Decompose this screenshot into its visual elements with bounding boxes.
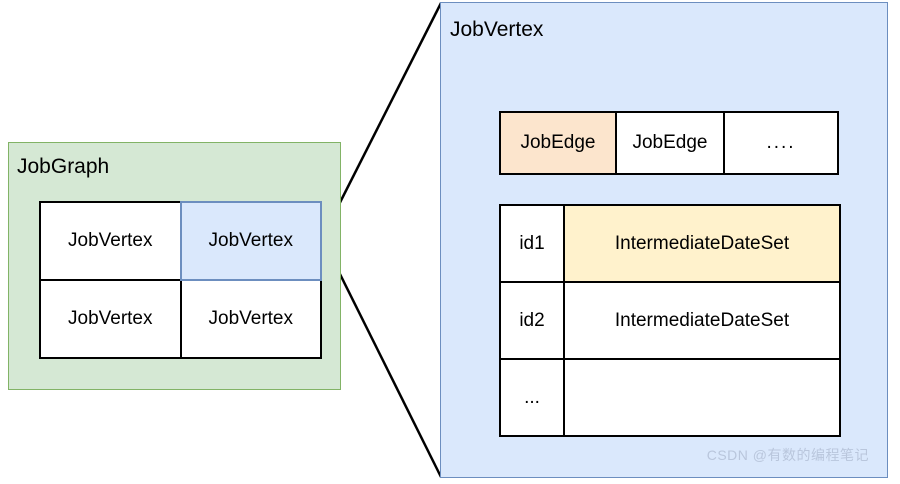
jobvertex-grid: JobVertex JobVertex JobVertex JobVertex: [39, 201, 322, 359]
jobedge-cell-more[interactable]: ....: [723, 111, 839, 175]
intermediate-dataset-name-2[interactable]: IntermediateDateSet: [563, 281, 841, 360]
intermediate-dataset-id-2-label: id2: [519, 309, 545, 331]
intermediate-dataset-id-more-label: ...: [524, 386, 540, 408]
intermediate-dataset-name-1-selected[interactable]: IntermediateDateSet: [563, 204, 841, 283]
table-row[interactable]: id2 IntermediateDateSet: [499, 281, 841, 360]
jobedge-row: JobEdge JobEdge ....: [499, 111, 839, 175]
jobvertex-cell-2-label: JobVertex: [208, 230, 294, 251]
jobvertex-cell-2-selected[interactable]: JobVertex: [179, 201, 322, 281]
intermediate-dataset-id-2: id2: [499, 281, 565, 360]
intermediate-dataset-name-more[interactable]: [563, 358, 841, 437]
jobedge-cell-2-label: JobEdge: [632, 132, 708, 153]
jobedge-cell-1-selected[interactable]: JobEdge: [499, 111, 617, 175]
jobvertex-cell-1[interactable]: JobVertex: [39, 201, 182, 281]
jobvertex-cell-1-label: JobVertex: [68, 230, 153, 251]
jobvertex-detail-title: JobVertex: [450, 18, 544, 41]
jobvertex-cell-4[interactable]: JobVertex: [179, 279, 322, 359]
intermediate-dataset-id-1: id1: [499, 204, 565, 283]
jobedge-cell-2[interactable]: JobEdge: [615, 111, 725, 175]
intermediate-dataset-name-1-label: IntermediateDateSet: [614, 232, 790, 254]
jobvertex-cell-4-label: JobVertex: [208, 308, 294, 329]
jobgraph-title: JobGraph: [17, 155, 110, 178]
intermediate-dataset-id-more: ...: [499, 358, 565, 437]
table-row[interactable]: ...: [499, 358, 841, 437]
jobvertex-cell-3[interactable]: JobVertex: [39, 279, 182, 359]
intermediate-dataset-id-1-label: id1: [519, 232, 545, 254]
jobedge-ellipsis-label: ....: [766, 132, 796, 153]
jobvertex-detail-panel: JobVertex JobEdge JobEdge .... id1 Inter…: [440, 2, 888, 478]
intermediate-dataset-table: id1 IntermediateDateSet id2 Intermediate…: [499, 204, 841, 437]
intermediate-dataset-name-2-label: IntermediateDateSet: [614, 309, 790, 331]
jobvertex-cell-3-label: JobVertex: [68, 308, 153, 329]
watermark: CSDN @有数的编程笔记: [706, 447, 869, 463]
table-row[interactable]: id1 IntermediateDateSet: [499, 204, 841, 283]
jobedge-cell-1-label: JobEdge: [520, 132, 596, 153]
